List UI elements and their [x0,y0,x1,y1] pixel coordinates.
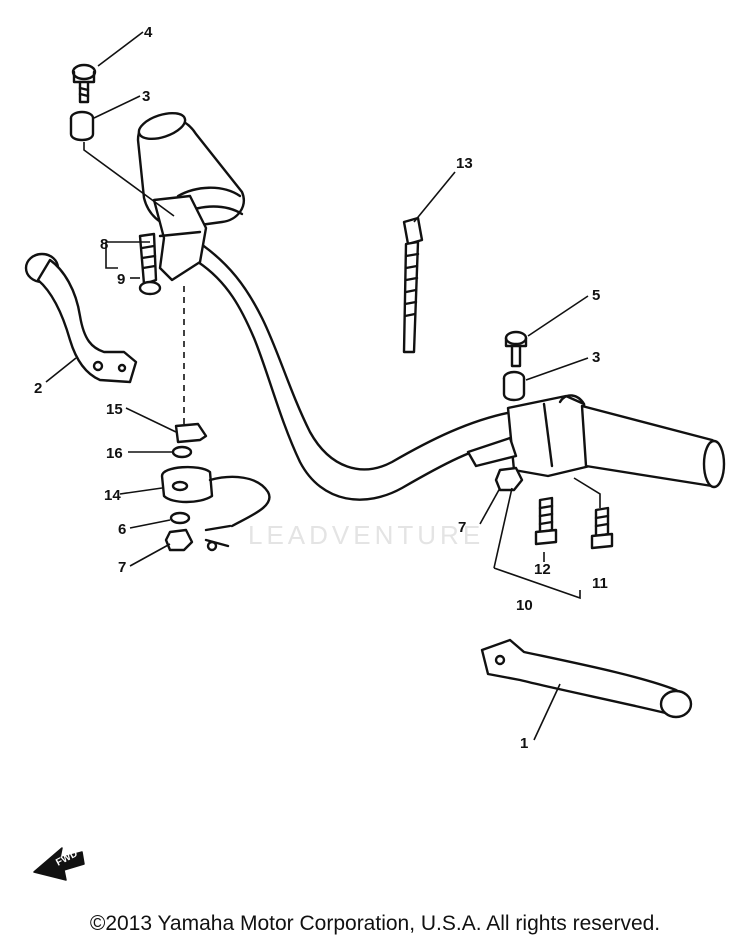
callout-1: 1 [520,735,528,752]
right-clamp [466,394,592,478]
part-3-collar-left [69,110,95,142]
part-12-screw [534,496,558,546]
part-13-adjuster [402,216,424,354]
part-2-lever [24,252,138,384]
callout-13: 13 [456,155,473,172]
callout-2: 2 [34,380,42,397]
leader-lines [45,31,601,741]
callout-4: 4 [144,24,153,41]
callout-7-right: 7 [458,519,466,536]
callouts: 4 3 8 9 2 15 16 14 6 7 13 5 3 7 12 11 10… [34,24,608,752]
handlebar [190,236,516,501]
part-14-switch [160,465,271,552]
callout-7-left: 7 [118,559,126,576]
part-9-bolt [138,232,162,296]
callout-12: 12 [534,561,551,578]
callout-6: 6 [118,521,126,538]
part-16-washer [171,445,193,459]
part-7-nut-right [494,466,524,492]
part-5-screw [504,330,528,368]
callout-5: 5 [592,287,600,304]
part-3-collar-right [502,370,526,402]
part-6-washer [169,511,191,525]
fwd-arrow-icon: FWD [33,847,85,881]
part-15-clip [174,422,208,444]
callout-11: 11 [592,575,608,592]
copyright-text: ©2013 Yamaha Motor Corporation, U.S.A. A… [89,912,661,935]
callout-10: 10 [516,597,533,614]
watermark: LEADVENTURE [248,520,485,550]
callout-16: 16 [106,445,123,462]
callout-14: 14 [104,487,121,504]
callout-3-right: 3 [592,349,600,366]
callout-15: 15 [106,401,123,418]
callout-8: 8 [100,236,108,253]
part-11-screw [590,506,614,550]
part-7-nut-left [164,528,194,552]
callout-9: 9 [117,271,125,288]
part-4-screw [71,63,97,104]
part-1-lever [480,638,693,719]
right-grip [580,404,726,489]
left-clamp [152,194,208,282]
callout-3-left: 3 [142,88,150,105]
